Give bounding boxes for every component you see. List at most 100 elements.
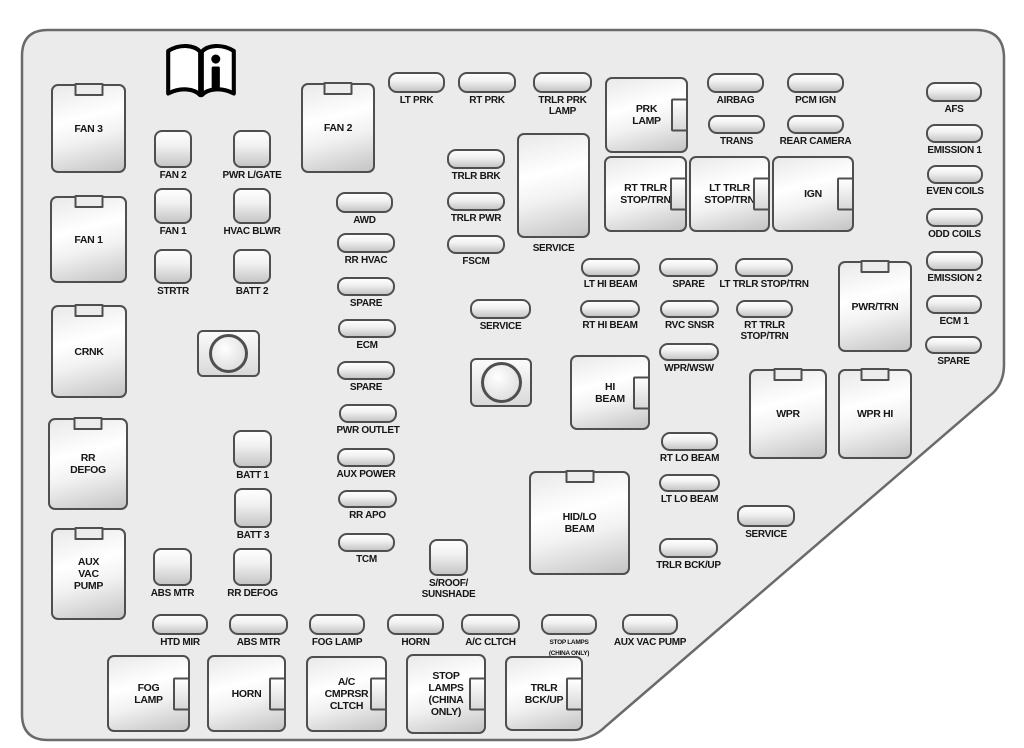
- relay-fan-2: FAN 2: [301, 82, 375, 173]
- fuse-label: TRLR BCK/UP: [656, 560, 721, 571]
- fuse-body: [447, 235, 505, 254]
- fuse-label: AWD: [353, 215, 376, 226]
- fuse-batt-2: BATT 2: [203, 249, 301, 297]
- relay-hid-lo-beam: HID/LO BEAM: [529, 470, 630, 575]
- fuse-label: TRLR PWR: [450, 213, 502, 224]
- fuse-fscm: FSCM: [417, 235, 535, 267]
- relay-crnk: CRNK: [51, 304, 127, 398]
- fuse-label: ABS MTR: [150, 588, 195, 599]
- fuse-rr-apo: RR APO: [308, 490, 427, 521]
- fuse-body: [153, 548, 192, 586]
- fuse-body: [533, 72, 592, 93]
- relay-label: IGN: [804, 188, 822, 200]
- fuse-label: RVC SNSR: [664, 320, 715, 331]
- fuse-trlr-pwr: TRLR PWR: [417, 192, 535, 224]
- relay-top-notch: [323, 82, 353, 95]
- fuse-label: ECM: [356, 340, 378, 351]
- fuse-pwr-outlet: PWR OUTLET: [309, 404, 427, 436]
- fuse-tcm: TCM: [308, 533, 425, 565]
- fuse-body: [541, 614, 597, 635]
- fuse-s-roof-sunshade: S/ROOF/ SUNSHADE: [399, 539, 498, 600]
- fuse-label: ODD COILS: [928, 229, 981, 240]
- relay-label: WPR: [776, 408, 800, 420]
- relay-top-notch: [74, 83, 103, 96]
- fuse-body: [735, 258, 793, 277]
- relay-top-notch: [74, 195, 103, 208]
- fuse-spare: SPARE: [629, 258, 748, 290]
- fuse-label: AIRBAG: [716, 95, 755, 106]
- fuse-wpr-wsw: WPR/WSW: [629, 343, 749, 374]
- fuse-fan-1: FAN 1: [124, 188, 222, 237]
- relay-label: HID/LO BEAM: [562, 511, 597, 535]
- fuse-lt-prk: LT PRK: [358, 72, 475, 106]
- relay-service: [517, 133, 590, 238]
- fuse-pwr-l-gate: PWR L/GATE: [203, 130, 301, 181]
- relay-hi-beam: HI BEAM: [570, 355, 650, 430]
- fuse-label: RT LO BEAM: [659, 453, 720, 464]
- fuse-label: PWR L/GATE: [222, 170, 282, 181]
- fuse-even-coils: EVEN COILS: [897, 165, 1013, 197]
- fuse-body: [233, 548, 272, 586]
- fuse-label: EVEN COILS: [926, 186, 984, 197]
- relay-label: FOG LAMP: [134, 681, 163, 706]
- fuse-body: [429, 539, 468, 576]
- fuse-spare: SPARE: [895, 336, 1012, 367]
- relay-pwr-trn: PWR/TRN: [838, 260, 912, 352]
- fuse-emission-1: EMISSION 1: [896, 124, 1013, 156]
- fuse-body: [229, 614, 288, 635]
- fuse-label: TRLR PRK LAMP: [538, 95, 587, 117]
- fuse-body: [659, 343, 719, 361]
- relay-trlr-bck-up: TRLR BCK/UP: [505, 656, 583, 731]
- fuse-body: [925, 336, 982, 354]
- fuse-body: [154, 130, 192, 168]
- fuse-hvac-blwr: HVAC BLWR: [203, 188, 301, 237]
- fuse-label: RR DEFOG: [227, 588, 278, 599]
- fuse-body: [926, 295, 982, 314]
- relay-socket-circle: [209, 334, 248, 373]
- fuse-body: [708, 115, 765, 134]
- relay-label: CRNK: [74, 345, 104, 358]
- fuse-label: RR APO: [349, 510, 386, 521]
- fuse-spare: SPARE: [307, 277, 425, 309]
- relay-top-notch: [773, 368, 803, 381]
- fuse-label: WPR/WSW: [664, 363, 714, 374]
- relay-label: TRLR BCK/UP: [524, 681, 564, 706]
- relay-side-tab: [633, 376, 650, 409]
- fuse-body: [339, 404, 397, 423]
- fuse-label: A/C CLTCH: [465, 637, 516, 648]
- fuse-body: [737, 505, 795, 527]
- fuse-body: [622, 614, 678, 635]
- relay-label: HORN: [231, 687, 262, 700]
- fuse-label: SPARE: [349, 298, 383, 309]
- fuse-body: [338, 533, 395, 552]
- fuse-label: PWR OUTLET: [336, 425, 400, 436]
- fuse-body: [659, 258, 718, 277]
- relay-label: WPR HI: [856, 408, 894, 420]
- relay-lt-trlr-stop-trn: LT TRLR STOP/TRN: [689, 156, 770, 232]
- relay-socket-circle: [480, 362, 522, 403]
- fuse-body: [337, 233, 395, 253]
- fuse-body: [458, 72, 516, 93]
- fuse-body: [661, 432, 718, 451]
- fuse-a-c-cltch: A/C CLTCH: [431, 614, 550, 648]
- fuse-body: [447, 149, 505, 169]
- fuse-pcm-ign: PCM IGN: [757, 73, 874, 106]
- fuse-trlr-prk-lamp: TRLR PRK LAMP: [503, 72, 622, 117]
- fuse-fog-lamp: FOG LAMP: [279, 614, 395, 648]
- relay-label: FAN 3: [74, 122, 103, 135]
- fuse-body: [233, 430, 272, 468]
- fuse-body: [926, 82, 982, 102]
- fuse-label: FSCM: [462, 256, 490, 267]
- relay-label: PWR/TRN: [851, 300, 899, 313]
- relay-prk-lamp: PRK LAMP: [605, 77, 688, 153]
- fuse-trlr-bck-up: TRLR BCK/UP: [629, 538, 748, 571]
- fuse-aux-power: AUX POWER: [307, 448, 425, 480]
- fuse-label: EMISSION 2: [927, 273, 982, 284]
- relay-aux-vac-pump: AUX VAC PUMP: [51, 527, 126, 620]
- fuse-odd-coils: ODD COILS: [896, 208, 1013, 240]
- fuse-lt-lo-beam: LT LO BEAM: [629, 474, 750, 505]
- fuse-body: [338, 490, 397, 508]
- relay-label: SERVICE: [532, 243, 575, 254]
- fuse-label: RT HI BEAM: [582, 320, 638, 331]
